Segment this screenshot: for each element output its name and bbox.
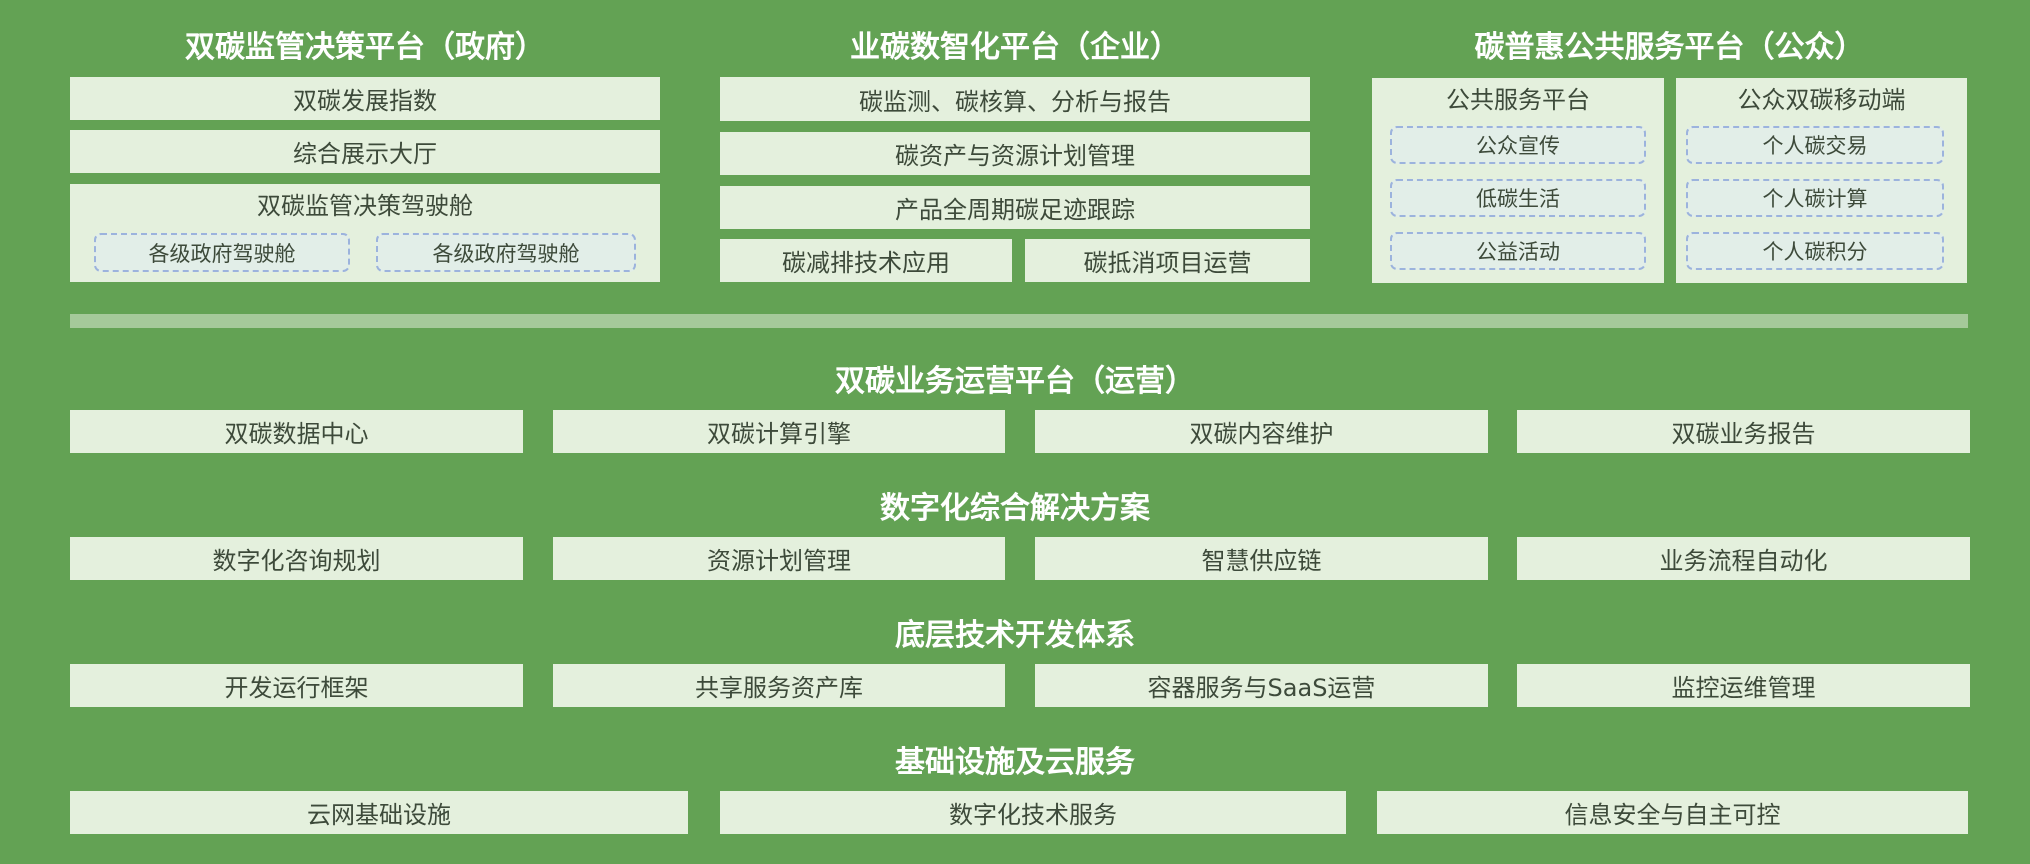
tech-development-item-1: 开发运行框架	[70, 664, 523, 707]
public-platform-title: 碳普惠公共服务平台（公众）	[1474, 30, 1865, 65]
public-mobile-sub-1: 个人碳交易	[1686, 126, 1944, 164]
digital-solutions-title: 数字化综合解决方案	[880, 491, 1150, 526]
government-cockpit-title: 双碳监管决策驾驶舱	[257, 192, 473, 220]
carbon-monitoring-box: 碳监测、碳核算、分析与报告	[720, 77, 1310, 121]
enterprise-platform-title: 业碳数智化平台（企业）	[850, 30, 1180, 65]
carbon-development-index-box: 双碳发展指数	[70, 77, 660, 120]
operations-platform-title: 双碳业务运营平台（运营）	[835, 364, 1195, 399]
infrastructure-title: 基础设施及云服务	[895, 745, 1135, 780]
digital-solutions-item-1: 数字化咨询规划	[70, 537, 523, 580]
public-mobile-sub-2: 个人碳计算	[1686, 179, 1944, 217]
digital-solutions-item-4: 业务流程自动化	[1517, 537, 1970, 580]
tech-development-item-4: 监控运维管理	[1517, 664, 1970, 707]
government-cockpit-sub-2: 各级政府驾驶舱	[376, 233, 636, 272]
operations-item-2: 双碳计算引擎	[553, 410, 1005, 453]
operations-item-3: 双碳内容维护	[1035, 410, 1488, 453]
public-mobile-panel: 公众双碳移动端 个人碳交易 个人碳计算 个人碳积分	[1676, 78, 1967, 283]
operations-item-4: 双碳业务报告	[1517, 410, 1970, 453]
infrastructure-item-1: 云网基础设施	[70, 791, 688, 834]
carbon-offset-box: 碳抵消项目运营	[1025, 239, 1310, 282]
digital-solutions-item-3: 智慧供应链	[1035, 537, 1488, 580]
government-cockpit-sub-1: 各级政府驾驶舱	[94, 233, 350, 272]
public-mobile-title: 公众双碳移动端	[1737, 86, 1906, 114]
infrastructure-item-2: 数字化技术服务	[720, 791, 1346, 834]
digital-solutions-item-2: 资源计划管理	[553, 537, 1005, 580]
exhibition-hall-box: 综合展示大厅	[70, 130, 660, 173]
operations-item-1: 双碳数据中心	[70, 410, 523, 453]
public-service-sub-1: 公众宣传	[1390, 126, 1646, 164]
tech-development-title: 底层技术开发体系	[895, 618, 1135, 653]
section-divider	[70, 314, 1968, 328]
public-service-title: 公共服务平台	[1446, 86, 1590, 114]
carbon-asset-planning-box: 碳资产与资源计划管理	[720, 132, 1310, 175]
public-service-sub-3: 公益活动	[1390, 232, 1646, 270]
government-cockpit-panel: 双碳监管决策驾驶舱 各级政府驾驶舱 各级政府驾驶舱	[70, 184, 660, 282]
carbon-footprint-tracking-box: 产品全周期碳足迹跟踪	[720, 186, 1310, 229]
public-mobile-sub-3: 个人碳积分	[1686, 232, 1944, 270]
government-platform-title: 双碳监管决策平台（政府）	[185, 30, 545, 65]
tech-development-item-3: 容器服务与SaaS运营	[1035, 664, 1488, 707]
tech-development-item-2: 共享服务资产库	[553, 664, 1005, 707]
public-service-panel: 公共服务平台 公众宣传 低碳生活 公益活动	[1372, 78, 1664, 283]
public-service-sub-2: 低碳生活	[1390, 179, 1646, 217]
infrastructure-item-3: 信息安全与自主可控	[1377, 791, 1968, 834]
emission-reduction-box: 碳减排技术应用	[720, 239, 1012, 282]
